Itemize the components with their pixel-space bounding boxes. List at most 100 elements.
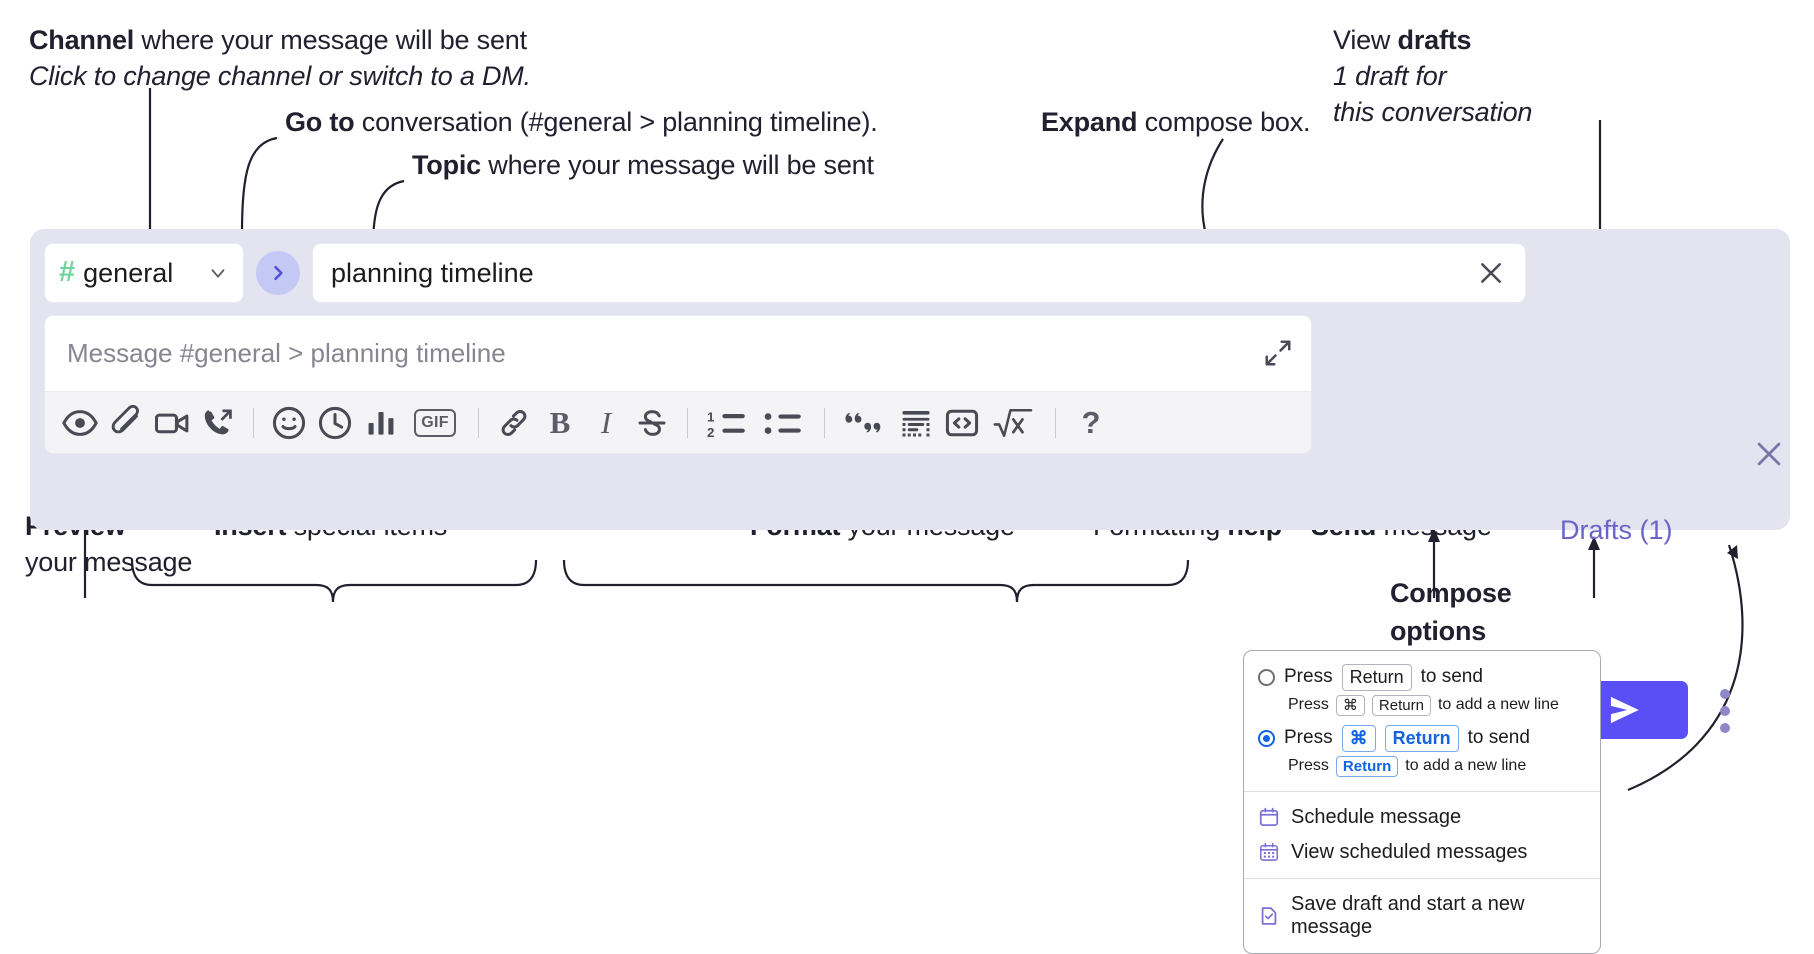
menu-divider [1244, 790, 1600, 792]
strikethrough-icon[interactable] [629, 400, 675, 446]
help-icon[interactable]: ? [1068, 400, 1114, 446]
audio-call-icon[interactable] [195, 400, 241, 446]
toolbar-separator [824, 407, 825, 438]
annotation-compose-options-bold-2: options [1390, 616, 1487, 646]
annotation-goto-bold: Go to [285, 107, 355, 137]
ordered-list-icon[interactable]: 1 2 [700, 400, 756, 446]
menu-item-save-draft[interactable]: Save draft and start a new message [1244, 887, 1600, 945]
message-input-container: Message #general > planning timeline [44, 315, 1312, 454]
annotation-expand-rest: compose box. [1137, 107, 1311, 137]
radio-option-cmd-return-to-send[interactable]: Press ⌘ Return to send [1244, 722, 1600, 755]
code-block-icon[interactable] [893, 400, 939, 446]
menu-item-label: View scheduled messages [1291, 840, 1528, 863]
annotation-expand: Expand compose box. [1041, 104, 1311, 140]
bulleted-list-icon[interactable] [756, 400, 812, 446]
radio-text-prefix: Press [1284, 666, 1333, 688]
svg-text:1: 1 [707, 409, 715, 424]
bold-label: B [549, 404, 571, 440]
compose-options-menu: Press Return to send Press ⌘ Return to a… [1243, 650, 1601, 954]
radio-text-suffix: to send [1420, 666, 1483, 688]
more-options-icon [1720, 689, 1730, 699]
more-options-icon [1720, 706, 1730, 716]
annotation-drafts: View drafts 1 draft for this conversatio… [1333, 22, 1532, 130]
annotation-topic-rest: where your message will be sent [481, 150, 874, 180]
toolbar-separator [478, 407, 479, 438]
annotation-compose-options-bold-1: Compose [1390, 578, 1512, 608]
save-draft-icon [1261, 907, 1277, 925]
radio-option-return-to-send[interactable]: Press Return to send [1244, 661, 1600, 694]
annotation-channel-italic: Click to change channel or switch to a D… [29, 61, 531, 91]
radio-button[interactable] [1258, 729, 1275, 747]
menu-item-label: Save draft and start a new message [1291, 892, 1525, 938]
channel-selector[interactable]: # general [44, 243, 244, 303]
send-icon [1610, 696, 1639, 724]
annotation-drafts-italic-2: this conversation [1333, 97, 1533, 127]
radio-option-sub-1: Press ⌘ Return to add a new line [1244, 694, 1600, 722]
topic-value: planning timeline [331, 257, 534, 288]
sub-text-suffix: to add a new line [1437, 696, 1559, 714]
help-label: ? [1081, 404, 1101, 440]
formatting-toolbar: GIF B I [45, 391, 1311, 453]
chevron-down-icon [211, 269, 225, 278]
menu-item-schedule-message[interactable]: Schedule message [1244, 800, 1600, 835]
leader-goto [240, 136, 278, 233]
poll-icon[interactable] [358, 400, 404, 446]
radio-option-sub-2: Press Return to add a new line [1244, 755, 1600, 783]
inline-code-icon[interactable] [939, 400, 985, 446]
annotation-topic-bold: Topic [412, 150, 481, 180]
annotation-drafts-bold: drafts [1397, 25, 1472, 55]
menu-item-view-scheduled-messages[interactable]: View scheduled messages [1244, 835, 1600, 870]
toolbar-separator [253, 407, 254, 438]
math-icon[interactable] [985, 400, 1043, 446]
calendar-grid-icon [1259, 843, 1279, 862]
blockquote-icon[interactable] [837, 400, 893, 446]
svg-text:2: 2 [707, 425, 714, 440]
close-icon [1757, 442, 1781, 466]
channel-name-label: general [83, 257, 174, 288]
key-return: Return [1371, 694, 1431, 716]
toolbar-separator [687, 407, 688, 438]
gif-icon[interactable]: GIF [404, 400, 466, 446]
expand-compose-button[interactable] [1263, 338, 1293, 373]
radio-text-prefix: Press [1284, 727, 1333, 749]
bold-icon[interactable]: B [537, 400, 583, 446]
attachment-icon[interactable] [103, 400, 149, 446]
clock-icon[interactable] [312, 400, 358, 446]
annotation-drafts-italic-1: 1 draft for [1333, 61, 1447, 91]
menu-divider [1244, 877, 1600, 879]
key-return: Return [1335, 755, 1399, 777]
menu-item-label: Schedule message [1291, 805, 1462, 828]
brace-insert [130, 559, 538, 603]
sub-text-prefix: Press [1288, 696, 1329, 714]
italic-icon[interactable]: I [583, 400, 629, 446]
compose-panel: Drafts (1) # general plan [30, 229, 1790, 739]
key-command: ⌘ [1341, 724, 1376, 752]
compose-header-row: # general planning timeline [44, 243, 1526, 303]
sub-text-prefix: Press [1288, 757, 1329, 775]
annotation-drafts-plain: View [1333, 25, 1398, 55]
arrowhead-compose-options [1727, 545, 1738, 559]
leader-compose-options [1627, 544, 1744, 792]
more-options-icon [1720, 723, 1730, 733]
close-panel-button[interactable] [1752, 437, 1786, 476]
annotation-preview-rest: your message [25, 547, 193, 577]
annotation-channel-bold: Channel [29, 25, 135, 55]
drafts-link[interactable]: Drafts (1) [1560, 515, 1673, 545]
expand-icon [1265, 340, 1291, 366]
sub-text-suffix: to add a new line [1405, 757, 1527, 775]
radio-button[interactable] [1258, 668, 1275, 686]
video-icon[interactable] [149, 400, 195, 446]
key-return: Return [1384, 724, 1459, 752]
topic-input[interactable]: planning timeline [312, 243, 1526, 303]
compose-options-button[interactable] [1720, 689, 1730, 733]
annotation-goto: Go to conversation (#general > planning … [285, 104, 878, 140]
message-input[interactable]: Message #general > planning timeline [67, 338, 506, 368]
italic-label: I [600, 404, 612, 440]
link-icon[interactable] [491, 400, 537, 446]
preview-icon[interactable] [57, 400, 103, 446]
calendar-icon [1259, 808, 1279, 827]
goto-conversation-button[interactable] [256, 251, 300, 295]
emoji-icon[interactable] [266, 400, 312, 446]
close-icon[interactable] [1475, 257, 1507, 289]
goto-arrow-icon [274, 265, 283, 281]
